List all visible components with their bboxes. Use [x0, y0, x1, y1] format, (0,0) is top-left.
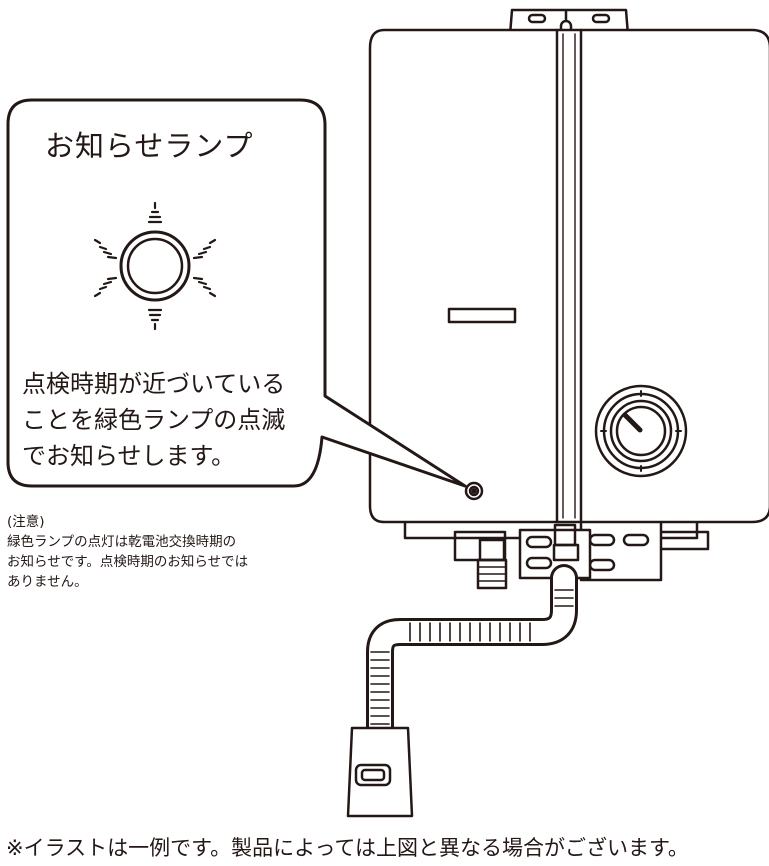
- temperature-dial: [594, 384, 688, 478]
- callout-bubble: [6, 98, 467, 488]
- callout-title: お知らせランプ: [45, 129, 254, 163]
- display-window: [447, 307, 517, 324]
- callout-line: ことを緑色ランプの点滅: [22, 406, 286, 434]
- caution-heading: (注意): [7, 514, 45, 530]
- indicator-lamp: [464, 481, 484, 501]
- flex-hose: [346, 564, 578, 818]
- callout-line: 点検時期が近づいている: [22, 370, 286, 398]
- caution-line: お知らせです。点検時期のお知らせでは: [7, 554, 249, 570]
- disclaimer-footer: ※イラストは一例です。製品によっては上図と異なる場合がございます。: [6, 836, 689, 860]
- lamp-glow-icon: [93, 201, 217, 331]
- callout-description: 点検時期が近づいている ことを緑色ランプの点滅 でお知らせします。: [22, 366, 285, 474]
- caution-line: 緑色ランプの点灯は乾電池交換時期の: [7, 534, 237, 550]
- caution-line: ありません。: [7, 574, 88, 590]
- caution-note: (注意) 緑色ランプの点灯は乾電池交換時期の お知らせです。点検時期のお知らせで…: [7, 512, 248, 592]
- callout-line: でお知らせします。: [22, 442, 236, 470]
- heater-body: [368, 28, 769, 524]
